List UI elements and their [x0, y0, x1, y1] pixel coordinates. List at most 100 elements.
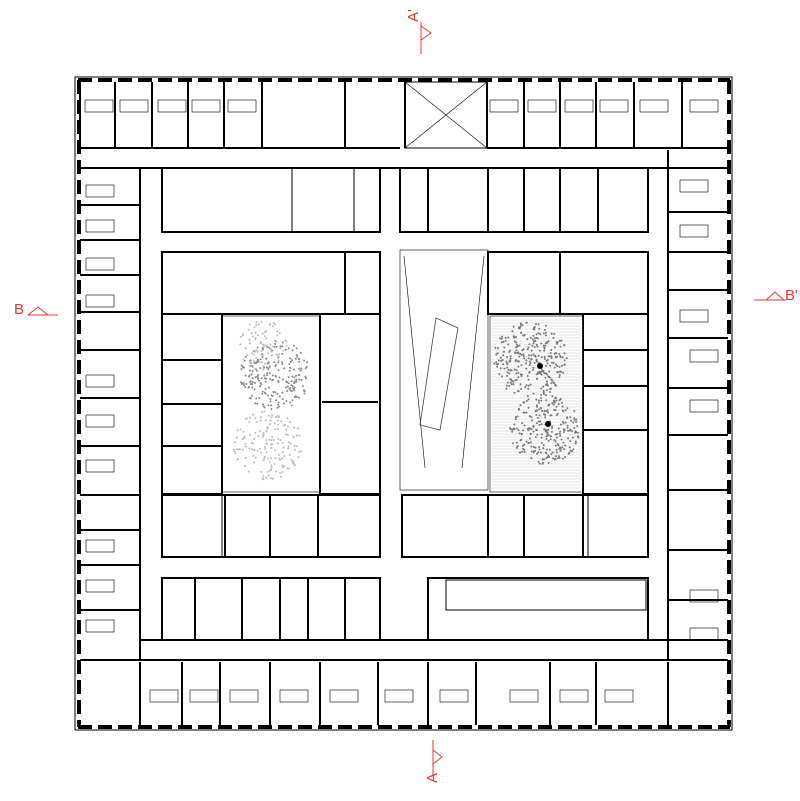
tree-dot: [513, 336, 516, 339]
tree-dot: [577, 436, 580, 439]
tree-dot: [540, 394, 543, 397]
atrium-stair: [419, 317, 459, 431]
tree-dot: [513, 423, 516, 426]
tree-dot: [293, 386, 296, 389]
tree-dot: [521, 444, 524, 447]
tree-dot: [284, 339, 287, 342]
tree-dot: [558, 353, 561, 356]
tree-dot: [521, 349, 524, 352]
tree-dot: [243, 359, 246, 362]
tree-dot: [539, 333, 542, 336]
tree-dot: [529, 362, 532, 365]
tree-dot: [260, 349, 263, 352]
tree-dot: [548, 370, 551, 373]
tree-dot: [557, 371, 560, 374]
tree-dot: [525, 411, 528, 414]
tree-dot: [295, 434, 298, 437]
tree-dot: [268, 372, 271, 375]
tree-dot: [267, 352, 270, 355]
tree-dot: [255, 356, 258, 359]
tree-dot: [274, 391, 277, 394]
tree-dot: [258, 361, 261, 364]
tree-dot: [278, 395, 281, 398]
tree-dot: [545, 389, 548, 392]
tree-dot: [304, 377, 307, 380]
tree-dot: [563, 364, 566, 367]
tree-dot: [534, 446, 537, 449]
tree-dot: [526, 427, 529, 430]
tree-dot: [575, 420, 578, 423]
tree-dot: [241, 334, 244, 337]
tree-dot: [269, 419, 272, 422]
tree-dot: [278, 353, 281, 356]
tree-dot: [556, 432, 559, 435]
tree-dot: [499, 356, 502, 359]
rooms-east: [582, 313, 649, 495]
tree-dot: [554, 455, 557, 458]
desk: [689, 99, 719, 113]
tree-dot: [300, 367, 303, 370]
tree-dot: [559, 345, 562, 348]
tree-dot: [239, 343, 242, 346]
tree-dot: [519, 373, 522, 376]
tree-dot: [563, 448, 566, 451]
tree-dot: [542, 444, 545, 447]
tree-dot: [304, 367, 307, 370]
tree-dot: [533, 361, 536, 364]
tree-dot: [547, 439, 550, 442]
tree-dot: [502, 354, 505, 357]
tree-dot: [298, 360, 301, 363]
tree-dot: [529, 427, 532, 430]
tree-dot: [538, 448, 541, 451]
tree-dot: [298, 378, 301, 381]
tree-dot: [543, 356, 546, 359]
tree-dot: [575, 418, 578, 421]
tree-dot: [544, 376, 547, 379]
tree-dot: [544, 324, 547, 327]
tree-dot: [573, 418, 576, 421]
tree-dot: [558, 373, 561, 376]
tree-dot: [263, 406, 266, 409]
tree-dot: [303, 392, 306, 395]
tree-dot: [255, 349, 258, 352]
tree-dot: [259, 382, 262, 385]
tree-dot: [553, 439, 556, 442]
tree-dot: [570, 419, 573, 422]
tree-dot: [540, 356, 543, 359]
tree-dot: [526, 395, 529, 398]
desk: [85, 619, 115, 633]
tree-dot: [267, 386, 270, 389]
tree-dot: [268, 364, 271, 367]
tree-dot: [512, 428, 515, 431]
tree-dot: [274, 457, 277, 460]
tree-dot: [303, 389, 306, 392]
tree-dot: [515, 335, 518, 338]
tree-dot: [254, 417, 257, 420]
tree-dot: [249, 416, 252, 419]
tree-dot: [255, 420, 258, 423]
tree-dot: [527, 354, 530, 357]
tree-dot: [515, 349, 518, 352]
tree-dot: [266, 345, 269, 348]
tree-dot: [538, 446, 541, 449]
void-diag: [404, 81, 488, 149]
tree-dot: [251, 442, 254, 445]
tree-dot: [549, 352, 552, 355]
tree-dot: [260, 377, 263, 380]
tree-dot: [267, 404, 270, 407]
tree-dot: [559, 434, 562, 437]
tree-dot: [288, 369, 291, 372]
tree-dot: [242, 382, 245, 385]
tree-dot: [267, 457, 270, 460]
tree-dot: [508, 360, 511, 363]
tree-dot: [248, 447, 251, 450]
desk: [489, 99, 519, 113]
tree-dot: [514, 359, 517, 362]
tree-dot: [554, 444, 557, 447]
tree-dot: [257, 323, 260, 326]
tree-dot: [572, 421, 575, 424]
tree-dot: [253, 326, 256, 329]
tree-dot: [255, 397, 258, 400]
desk: [85, 459, 115, 473]
tree-dot: [277, 415, 280, 418]
